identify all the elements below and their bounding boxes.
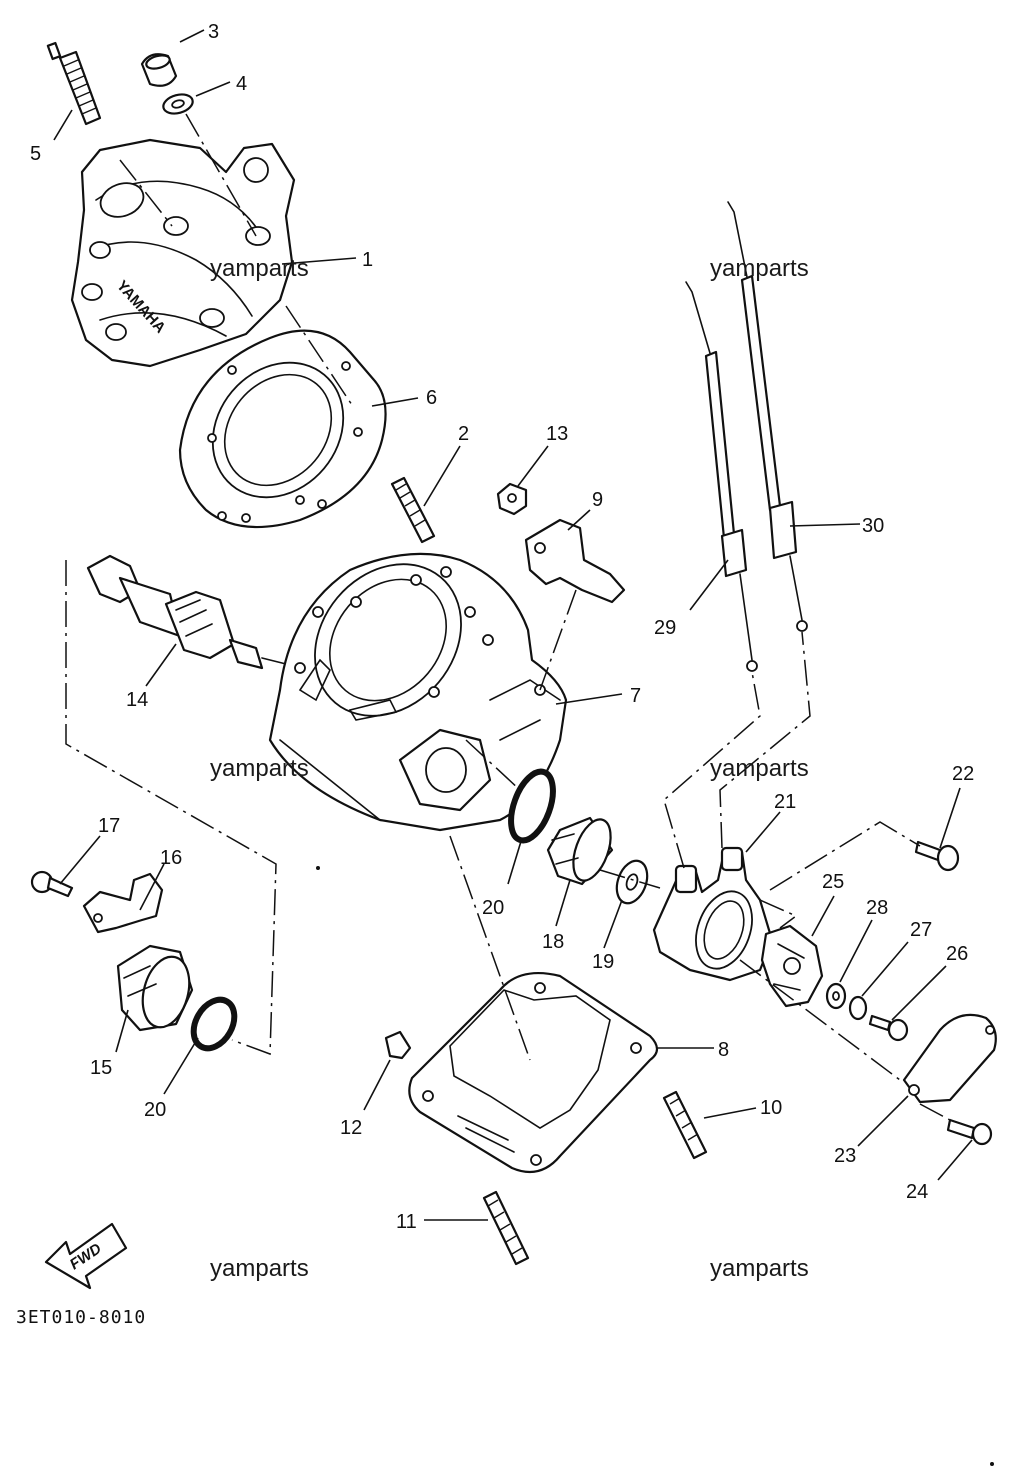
cap-nut [140,53,178,87]
callout-20-left: 20 [144,1099,166,1121]
callout-9: 9 [592,489,603,511]
bracket-16 [82,872,164,934]
callout-16: 16 [160,847,182,869]
power-valve-shaft [86,554,287,670]
callout-14: 14 [126,689,148,711]
nut-12 [384,1030,412,1060]
bracket-9 [524,518,626,604]
o-ring-20-right [508,768,556,844]
callout-2: 2 [458,423,469,445]
callout-15: 15 [90,1057,112,1079]
speck [316,866,320,870]
callout-19: 19 [592,951,614,973]
bolt-17 [30,870,74,898]
washer-27 [848,995,868,1021]
callout-20-right: 20 [482,897,504,919]
callout-4: 4 [236,73,247,95]
cable-30 [727,201,808,632]
cylinder [268,552,568,832]
callout-25: 25 [822,871,844,893]
washer-28 [825,982,847,1010]
cylinder-head: YAMAHA [70,138,296,368]
callout-8: 8 [718,1039,729,1061]
screw-24 [946,1118,993,1146]
callout-18: 18 [542,931,564,953]
watermark: yamparts [210,755,309,782]
washer [162,93,194,115]
callout-numbers: 1 2 3 4 5 6 7 8 9 10 11 12 13 14 15 16 1… [30,21,974,1233]
callout-1: 1 [362,249,373,271]
watermark: yamparts [710,755,809,782]
pulley-25 [760,924,824,1008]
callout-13: 13 [546,423,568,445]
callout-6: 6 [426,387,437,409]
o-ring-20-left [190,996,238,1052]
spark-plug [46,41,102,126]
callout-26: 26 [946,943,968,965]
callout-30: 30 [862,515,884,537]
stud-bolt-11 [482,1190,530,1266]
screw-22 [914,840,960,872]
nut-13 [496,482,528,516]
callout-17: 17 [98,815,120,837]
base-gasket-8 [408,972,659,1174]
callout-3: 3 [208,21,219,43]
watermark: yamparts [710,1255,809,1282]
watermark: yamparts [210,1255,309,1282]
leader-lines [53,29,973,1221]
cover-23 [902,1013,997,1104]
callout-7: 7 [630,685,641,707]
bearing-19 [615,859,649,905]
callout-12: 12 [340,1117,362,1139]
watermarks: yamparts yamparts yamparts yamparts yamp… [210,255,809,1282]
head-gasket [178,329,387,529]
speck [990,1462,994,1466]
callout-22: 22 [952,763,974,785]
stud-bolt-2 [390,476,436,544]
watermark: yamparts [710,255,809,282]
callout-10: 10 [760,1097,782,1119]
valve-housing-21 [652,846,774,982]
cable-29 [685,281,758,672]
callout-23: 23 [834,1145,856,1167]
callout-27: 27 [910,919,932,941]
stud-bolt-10 [662,1090,708,1160]
callout-5: 5 [30,143,41,165]
fwd-arrow-icon: FWD [44,1222,128,1290]
callout-28: 28 [866,897,888,919]
part-code-label: 3ET010-8010 [16,1307,146,1328]
guide-lines [65,113,951,1121]
callout-11: 11 [396,1211,417,1233]
bolt-26 [868,1014,909,1042]
callout-21: 21 [774,791,796,813]
watermark: yamparts [210,255,309,282]
callout-29: 29 [654,617,676,639]
callout-24: 24 [906,1181,928,1203]
bushing-18 [546,816,614,886]
bushing-15 [116,944,194,1032]
